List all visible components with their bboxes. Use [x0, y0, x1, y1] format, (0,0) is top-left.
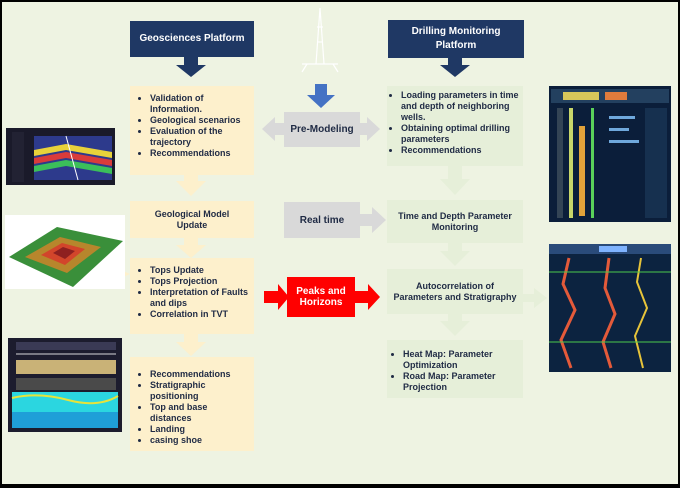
geo-box-tops: Tops Update Tops Projection Interpretati… — [130, 258, 254, 334]
drill-box-loading: Loading parameters in time and depth of … — [387, 86, 523, 166]
well-log-correlation-image — [8, 338, 122, 432]
arrow-drill-3 — [440, 314, 470, 336]
geo-box3-item: Tops Update — [150, 265, 250, 276]
drilling-rig-icon — [301, 7, 339, 73]
drill-box4-item: Heat Map: Parameter Optimization — [403, 349, 519, 371]
geo-box-validation: Validation of Information. Geological sc… — [130, 86, 254, 175]
arrow-geo-3 — [176, 334, 206, 356]
arrow-drill-1 — [440, 166, 470, 195]
pre-modeling-label: Pre-Modeling — [290, 124, 354, 135]
drill-box-heatmap: Heat Map: Parameter Optimization Road Ma… — [387, 340, 523, 398]
geo-box2-line2: Update — [176, 219, 208, 230]
arrow-drill-2 — [440, 243, 470, 266]
geo-box4-item: Landing — [150, 424, 250, 435]
geo-box4-item: Recommendations — [150, 369, 250, 380]
arrow-pre-modeling-left — [262, 117, 284, 141]
real-time-label: Real time — [299, 214, 345, 226]
3d-surface-map-image — [5, 215, 125, 289]
drill-box2-line1: Time and Depth Parameter — [398, 210, 512, 221]
arrow-down-drill-header — [440, 57, 470, 77]
autocorrelation-log-image — [549, 244, 671, 372]
geo-box4-item: casing shoe — [150, 435, 250, 446]
arrow-pre-modeling-right — [358, 117, 380, 141]
geo-box1-item: Recommendations — [150, 148, 250, 159]
drill-box3-line1: Autocorrelation of — [416, 280, 494, 291]
drill-box4-item: Road Map: Parameter Projection — [403, 371, 519, 393]
drill-box1-item: Loading parameters in time and depth of … — [401, 90, 519, 123]
drilling-parameters-dashboard-image — [549, 86, 671, 222]
peaks-horizons-line1: Peaks and — [296, 286, 346, 297]
drilling-platform-title-line2: Platform — [435, 40, 477, 51]
geo-box-recommendations: Recommendations Stratigraphic positionin… — [130, 357, 254, 451]
arrow-to-thumb-right — [522, 288, 547, 308]
peaks-horizons-line2: Horizons — [299, 297, 343, 308]
drill-box-monitoring: Time and Depth Parameter Monitoring — [387, 200, 523, 243]
arrow-down-rig — [307, 84, 335, 108]
drill-box1-item: Recommendations — [401, 145, 519, 156]
geo-box3-item: Interpretation of Faults and dips — [150, 287, 250, 309]
arrow-geo-1 — [176, 175, 206, 196]
geo-box4-item: Stratigraphic positioning — [150, 380, 250, 402]
drill-box2-line2: Monitoring — [431, 221, 479, 232]
geo-box1-item: Validation of Information. — [150, 93, 250, 115]
geo-box2-line1: Geological Model — [154, 208, 230, 219]
drill-box-autocorrelation: Autocorrelation of Parameters and Strati… — [387, 269, 523, 314]
geo-box4-item: Top and base distances — [150, 402, 250, 424]
drilling-platform-header: Drilling Monitoring Platform — [388, 20, 524, 58]
geo-box3-item: Tops Projection — [150, 276, 250, 287]
real-time-box: Real time — [284, 202, 360, 238]
pre-modeling-box: Pre-Modeling — [284, 112, 360, 147]
geo-box1-item: Evaluation of the trajectory — [150, 126, 250, 148]
drill-box3-line2: Parameters and Stratigraphy — [393, 291, 517, 302]
geosciences-platform-header: Geosciences Platform — [130, 21, 254, 57]
arrow-real-time-right — [359, 207, 386, 233]
geosciences-platform-title: Geosciences Platform — [139, 33, 245, 44]
peaks-horizons-box: Peaks and Horizons — [287, 277, 355, 317]
geo-box1-item: Geological scenarios — [150, 115, 250, 126]
arrow-peaks-right — [355, 284, 380, 310]
seismic-section-image — [6, 128, 115, 185]
geo-box-model-update: Geological Model Update — [130, 201, 254, 238]
drill-box1-item: Obtaining optimal drilling parameters — [401, 123, 519, 145]
arrow-peaks-left — [264, 284, 289, 310]
geo-box3-item: Correlation in TVT — [150, 309, 250, 320]
drilling-platform-title-line1: Drilling Monitoring — [411, 26, 501, 37]
arrow-geo-2 — [176, 238, 206, 258]
arrow-down-geo-header — [176, 57, 206, 77]
